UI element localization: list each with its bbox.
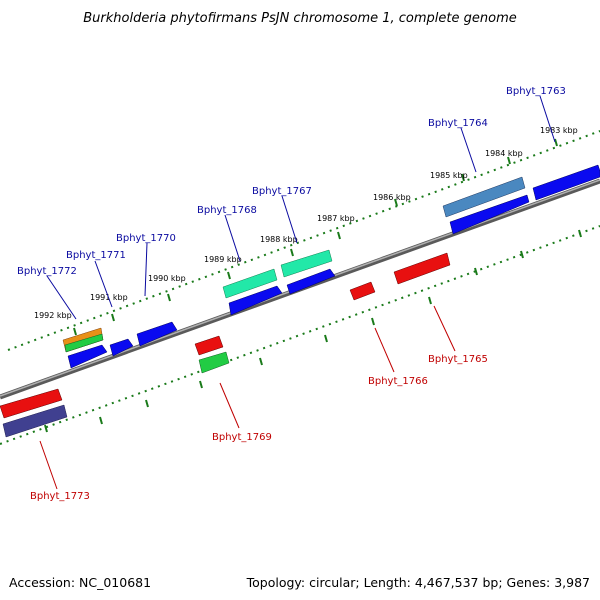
- gene-feature[interactable]: [449, 194, 530, 235]
- gene-feature[interactable]: [393, 252, 451, 285]
- gene-label[interactable]: Bphyt_1768: [197, 205, 257, 216]
- kbp-label-1989: 1989 kbp: [204, 255, 242, 264]
- gene-label[interactable]: Bphyt_1766: [368, 376, 428, 387]
- kbp-label-1987: 1987 kbp: [317, 214, 355, 223]
- gene-label[interactable]: Bphyt_1769: [212, 432, 272, 443]
- kbp-label-1984: 1984 kbp: [485, 149, 523, 158]
- gene-label[interactable]: Bphyt_1771: [66, 250, 126, 261]
- gene-feature[interactable]: [286, 268, 336, 295]
- gene-feature[interactable]: [222, 268, 278, 299]
- kbp-label-1986: 1986 kbp: [373, 193, 411, 202]
- forward-gene-labels: Bphyt_1763 Bphyt_1764 Bphyt_1767 Bphyt_1…: [17, 86, 566, 277]
- gene-feature[interactable]: [67, 344, 108, 369]
- kbp-label-1983: 1983 kbp: [540, 126, 578, 135]
- reverse-gene-features: [0, 252, 451, 438]
- gene-label[interactable]: Bphyt_1767: [252, 186, 312, 197]
- reverse-gene-labels: Bphyt_1765 Bphyt_1766 Bphyt_1769 Bphyt_1…: [30, 354, 488, 502]
- gene-feature[interactable]: [228, 285, 283, 316]
- gene-feature[interactable]: [442, 176, 526, 218]
- genome-summary-text: Topology: circular; Length: 4,467,537 bp…: [246, 575, 590, 590]
- gene-feature[interactable]: [109, 338, 134, 357]
- gene-label[interactable]: Bphyt_1773: [30, 491, 90, 502]
- gene-feature[interactable]: [64, 333, 104, 353]
- gene-label[interactable]: Bphyt_1770: [116, 233, 176, 244]
- kbp-label-1985: 1985 kbp: [430, 171, 468, 180]
- gene-feature[interactable]: [532, 164, 600, 201]
- gene-feature[interactable]: [198, 351, 230, 374]
- gene-feature[interactable]: [280, 249, 333, 278]
- forward-gene-features: [62, 164, 600, 369]
- gene-feature[interactable]: [194, 335, 224, 356]
- gene-label[interactable]: Bphyt_1764: [428, 118, 488, 129]
- kbp-label-1992: 1992 kbp: [34, 311, 72, 320]
- lower-scale-line: [0, 225, 600, 445]
- map-title: Burkholderia phytofirmans PsJN chromosom…: [83, 11, 517, 26]
- kbp-label-1990: 1990 kbp: [148, 274, 186, 283]
- lower-scale-ticks: [44, 229, 582, 433]
- gene-feature[interactable]: [136, 321, 178, 347]
- kbp-label-1988: 1988 kbp: [260, 235, 298, 244]
- gene-label[interactable]: Bphyt_1772: [17, 266, 77, 277]
- gene-feature[interactable]: [2, 404, 68, 438]
- gene-label[interactable]: Bphyt_1763: [506, 86, 566, 97]
- label-leader-lines: [39, 95, 556, 490]
- gene-feature[interactable]: [349, 281, 376, 301]
- kbp-labels: 1983 kbp 1984 kbp 1985 kbp 1986 kbp 1987…: [34, 126, 578, 320]
- upper-scale-line: [7, 130, 600, 351]
- gene-feature[interactable]: [0, 388, 63, 419]
- gene-label[interactable]: Bphyt_1765: [428, 354, 488, 365]
- accession-text: Accession: NC_010681: [9, 575, 151, 590]
- upper-scale-ticks: [73, 138, 558, 336]
